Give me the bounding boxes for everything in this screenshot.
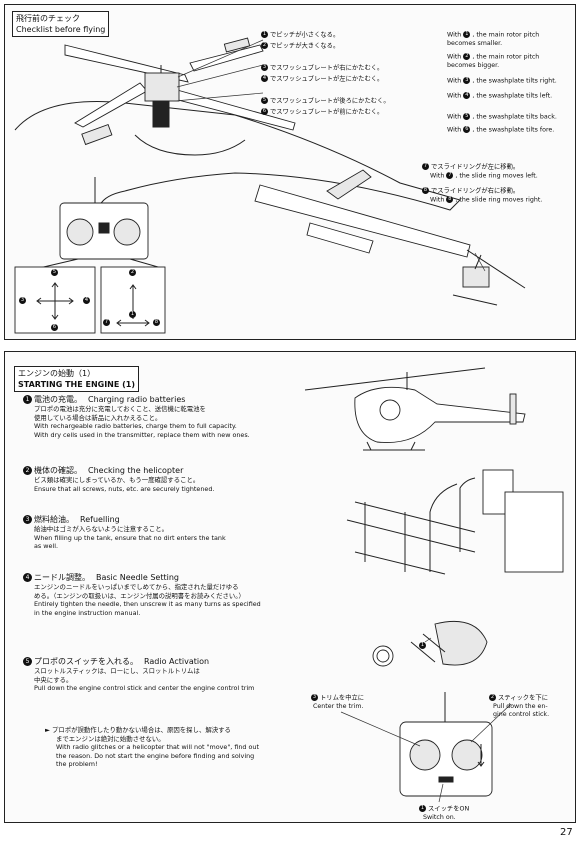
checklist-panel: 飛行前のチェック Checklist before flying bbox=[4, 4, 576, 340]
diagram-marker: 7 bbox=[103, 319, 110, 326]
diagram-marker: 8 bbox=[153, 319, 160, 326]
en-item: With 6, the swashplate tilts fore. bbox=[447, 126, 555, 134]
engine-start-panel: エンジンの始動（1） STARTING THE ENGINE (1) bbox=[4, 351, 576, 823]
en-item: With 4, the swashplate tilts left. bbox=[447, 92, 553, 100]
engine-title: エンジンの始動（1） STARTING THE ENGINE (1) bbox=[14, 366, 139, 392]
page-number: 27 bbox=[560, 827, 573, 838]
diagram-marker: 5 bbox=[51, 269, 58, 276]
engine-illustrations bbox=[304, 367, 564, 803]
engine-title-jp: エンジンの始動（1） bbox=[18, 369, 96, 378]
en-item: With 5, the swashplate tilts back. bbox=[447, 113, 557, 121]
diagram-marker: 4 bbox=[83, 297, 90, 304]
needle-marker: 1 bbox=[419, 642, 426, 649]
diagram-marker: 2 bbox=[129, 269, 136, 276]
checklist-title-jp: 飛行前のチェック bbox=[16, 14, 80, 23]
checklist-title-en: Checklist before flying bbox=[16, 25, 106, 34]
checklist-title: 飛行前のチェック Checklist before flying bbox=[12, 11, 110, 37]
diagram-marker: 6 bbox=[51, 324, 58, 331]
diagram-marker: 3 bbox=[19, 297, 26, 304]
diagram-marker: 1 bbox=[129, 311, 136, 318]
helicopter-rotor-illustration bbox=[14, 37, 526, 334]
en-item: With 3, the swashplate tilts right. bbox=[447, 77, 557, 85]
note-warning: ► プロポが誤動作したり動かない場合は、原因を探し、解決する までエンジンは絶対… bbox=[45, 726, 259, 769]
engine-title-en: STARTING THE ENGINE (1) bbox=[18, 380, 135, 389]
